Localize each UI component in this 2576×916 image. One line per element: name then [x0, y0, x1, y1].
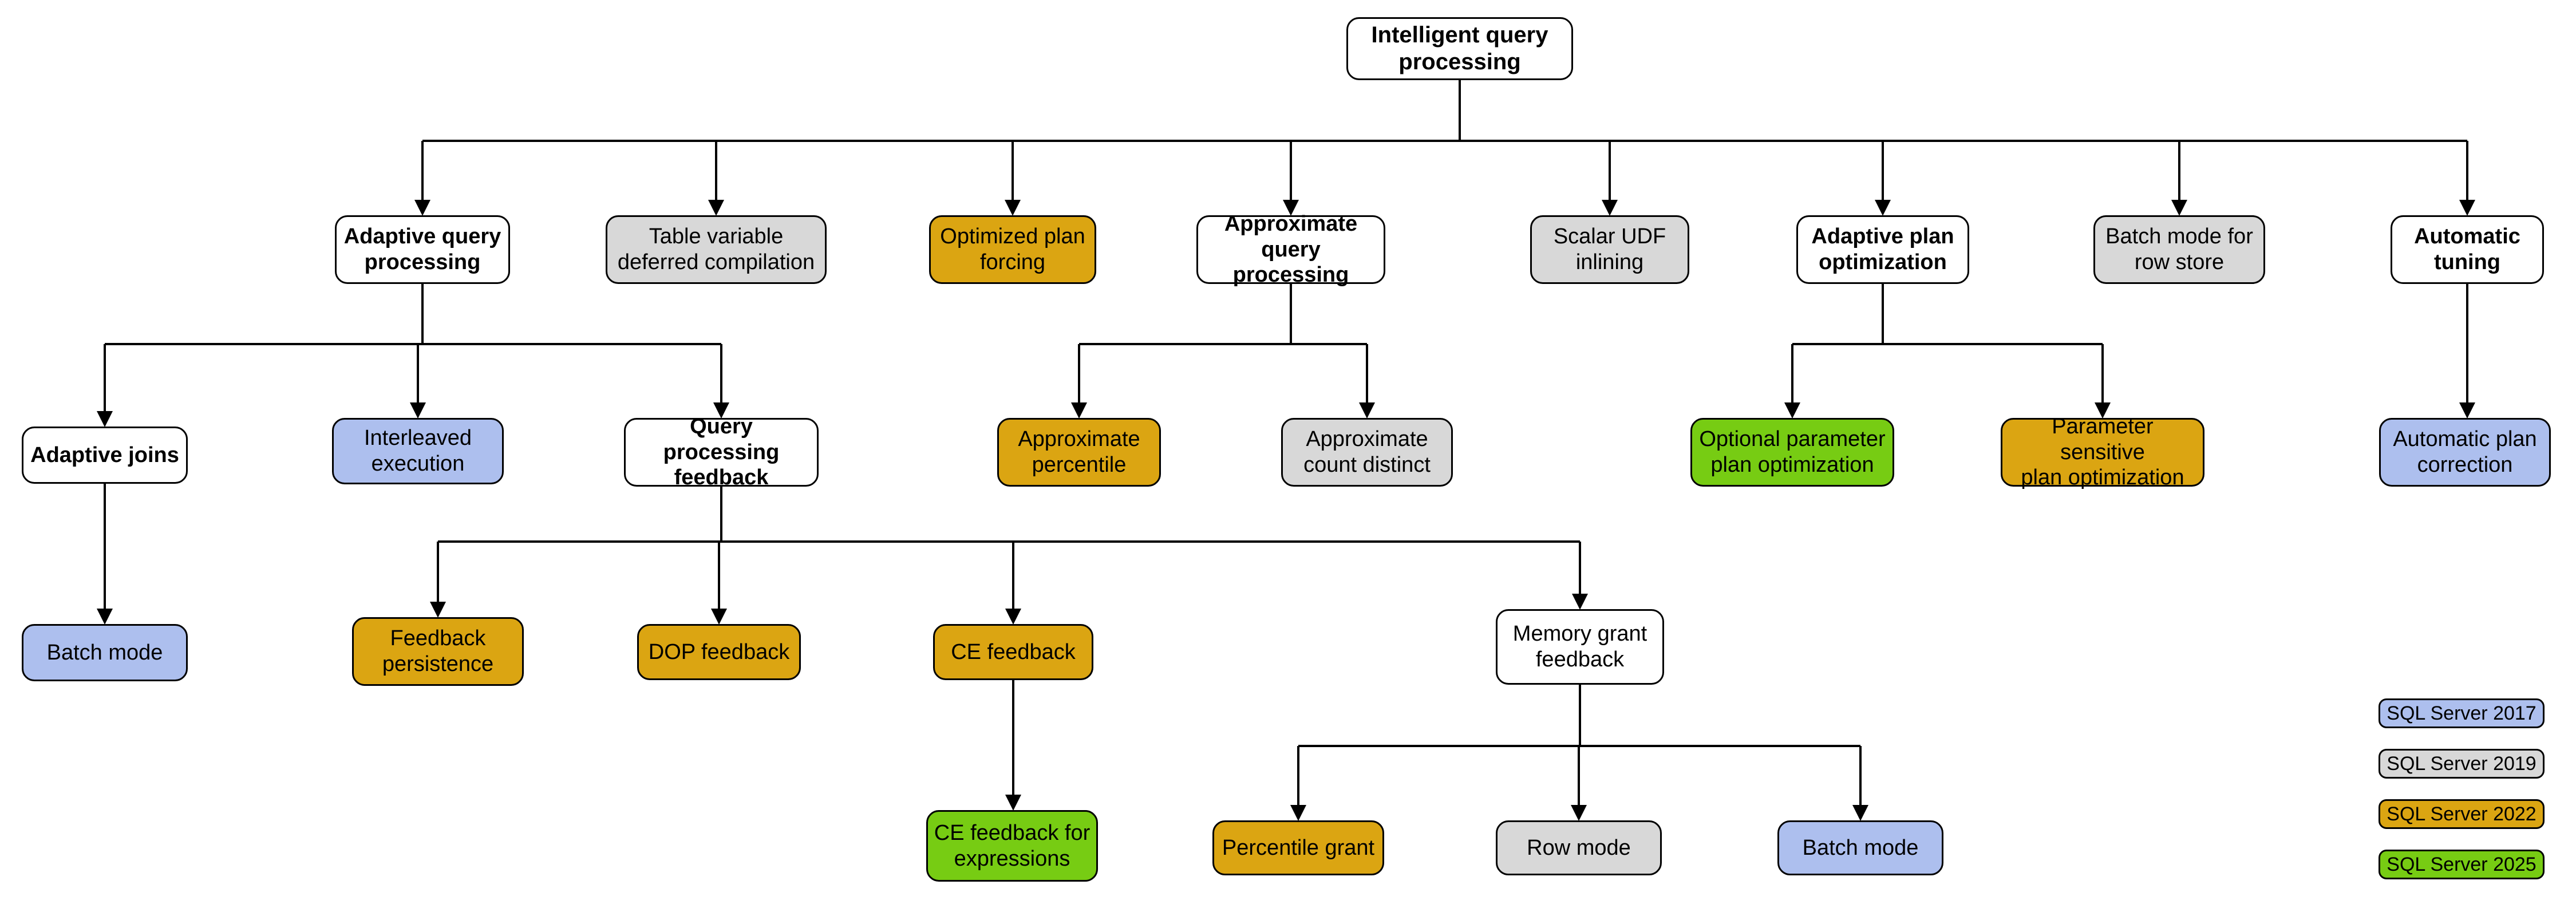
node-pg[interactable]: Percentile grant [1212, 820, 1384, 875]
legend-item-sql-server-2017: SQL Server 2017 [2379, 698, 2545, 728]
node-mgf[interactable]: Memory grant feedback [1496, 609, 1664, 685]
node-cefe[interactable]: CE feedback for expressions [926, 810, 1098, 882]
node-tvdc[interactable]: Table variable deferred compilation [606, 215, 827, 284]
node-rm[interactable]: Row mode [1496, 820, 1662, 875]
node-opf[interactable]: Optimized plan forcing [929, 215, 1096, 284]
legend-item-sql-server-2019: SQL Server 2019 [2379, 749, 2545, 779]
node-aqp[interactable]: Adaptive query processing [335, 215, 510, 284]
node-cef[interactable]: CE feedback [933, 624, 1093, 680]
node-apct[interactable]: Approximate percentile [997, 418, 1161, 487]
node-pspo[interactable]: Parameter sensitive plan optimization [2001, 414, 2204, 489]
node-qpf[interactable]: Query processing feedback [624, 414, 819, 489]
node-udf[interactable]: Scalar UDF inlining [1530, 215, 1689, 284]
node-bm2[interactable]: Batch mode [1777, 820, 1943, 875]
legend-item-sql-server-2025: SQL Server 2025 [2379, 850, 2545, 879]
node-acd[interactable]: Approximate count distinct [1281, 418, 1453, 487]
node-at[interactable]: Automatic tuning [2391, 215, 2544, 284]
node-dopf[interactable]: DOP feedback [637, 624, 801, 680]
node-bmrs[interactable]: Batch mode for row store [2093, 215, 2265, 284]
node-root[interactable]: Intelligent query processing [1346, 17, 1573, 80]
node-approxqp[interactable]: Approximate query processing [1196, 212, 1385, 287]
legend-item-sql-server-2022: SQL Server 2022 [2379, 799, 2545, 829]
node-oppo[interactable]: Optional parameter plan optimization [1690, 418, 1894, 487]
node-apo[interactable]: Adaptive plan optimization [1796, 215, 1969, 284]
node-apc[interactable]: Automatic plan correction [2379, 418, 2551, 487]
node-fp[interactable]: Feedback persistence [352, 617, 524, 686]
node-aj[interactable]: Adaptive joins [22, 427, 188, 484]
node-ie[interactable]: Interleaved execution [332, 418, 504, 484]
node-bm1[interactable]: Batch mode [22, 624, 188, 681]
